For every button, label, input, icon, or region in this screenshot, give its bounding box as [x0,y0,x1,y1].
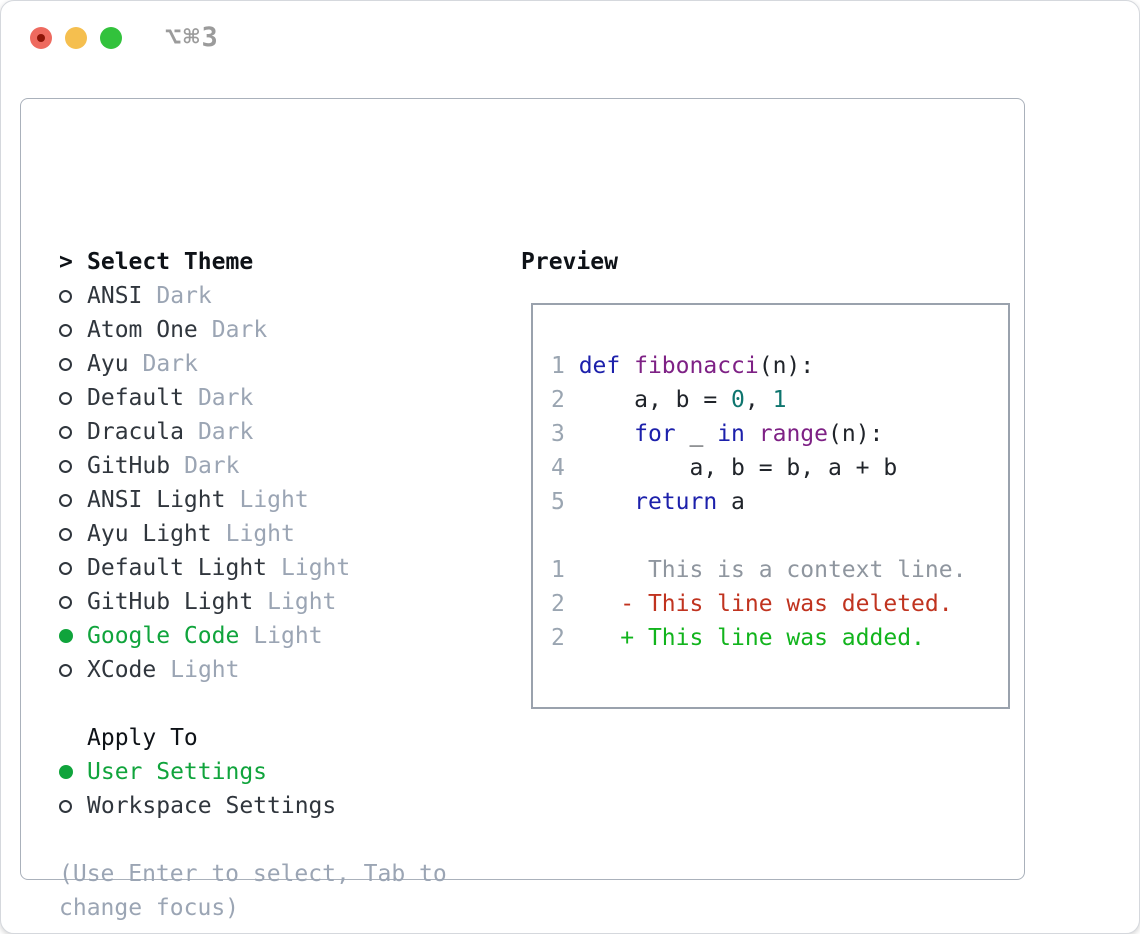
radio-icon [59,323,72,337]
zoom-button[interactable] [100,27,122,49]
radio-icon [59,595,72,609]
radio-icon [59,799,72,813]
spacer [59,687,483,721]
option-tag: Light [267,589,337,615]
option-label: Atom One [87,317,198,343]
apply-to-header-row: Apply To [59,721,483,755]
preview-code-line: 3 for _ in range(n): [551,421,884,447]
option-label: GitHub [87,453,171,479]
option-tag: Dark [211,317,268,343]
titlebar: ⌥⌘3 [1,1,1139,75]
radio-selected-icon [59,765,73,779]
preview-code-block: 1 def fibonacci(n): 2 a, b = 0, 1 3 for _ … [551,349,1008,519]
option-label: Default [87,385,184,411]
option-label: User Settings [87,759,268,785]
option-label: ANSI [87,283,143,309]
option-label: Google Code [87,623,240,649]
radio-icon [59,357,72,371]
preview-diff-line: 2 + This line was added. [551,625,925,651]
option-tag: Dark [197,385,254,411]
radio-icon [59,289,72,303]
preview-blank-line [551,519,1008,553]
preview-code-line: 5 return a [551,489,745,515]
theme-list-header-row: > Select Theme [59,245,483,279]
option-label: XCode [87,657,157,683]
radio-icon [59,527,72,541]
option-tag: Light [253,623,323,649]
theme-option[interactable]: ANSI Light Light [59,483,483,517]
option-tag: Dark [156,283,212,309]
option-tag: Dark [142,351,198,377]
theme-list-header: Select Theme [87,249,254,275]
option-label: GitHub Light [87,589,254,615]
apply-to-option[interactable]: User Settings [59,755,483,789]
radio-icon [59,391,72,405]
radio-selected-icon [59,629,73,643]
theme-option[interactable]: GitHub Dark [59,449,483,483]
preview-code-line: 4 a, b = b, a + b [551,455,898,481]
theme-option[interactable]: Default Dark [59,381,483,415]
preview-code-line: 1 def fibonacci(n): [551,353,815,379]
theme-option[interactable]: Ayu Light Light [59,517,483,551]
theme-option[interactable]: ANSI Dark [59,279,483,313]
radio-icon [59,663,72,677]
option-tag: Dark [184,453,240,479]
option-label: ANSI Light [87,487,226,513]
option-tag: Dark [197,419,254,445]
radio-icon [59,493,72,507]
preview-pane: 1 def fibonacci(n): 2 a, b = 0, 1 3 for _ … [531,303,1010,709]
help-text: (Use Enter to select, Tab to change focu… [59,861,447,921]
preview-header: Preview [521,249,618,275]
radio-icon [59,561,72,575]
focus-caret-icon: > [59,249,73,275]
minimize-button[interactable] [65,27,87,49]
apply-to-option[interactable]: Workspace Settings [59,789,483,823]
option-tag: Light [225,521,295,547]
radio-icon [59,459,72,473]
theme-option[interactable]: Dracula Dark [59,415,483,449]
theme-option[interactable]: Google Code Light [59,619,483,653]
preview-diff-line: 1 This is a context line. [551,557,967,583]
radio-icon [59,425,72,439]
option-tag: Light [170,657,240,683]
theme-option[interactable]: Default Light Light [59,551,483,585]
preview-diff-line: 2 - This line was deleted. [551,591,953,617]
option-tag: Light [239,487,309,513]
close-button[interactable] [30,27,52,49]
option-label: Dracula [87,419,184,445]
window-title: ⌥⌘3 [165,22,220,53]
spacer [59,823,483,857]
option-tag: Light [281,555,351,581]
theme-option[interactable]: Atom One Dark [59,313,483,347]
option-label: Ayu [87,351,129,377]
option-label: Default Light [87,555,268,581]
theme-option[interactable]: XCode Light [59,653,483,687]
preview-diff-block: 1 This is a context line. 2 - This line w… [551,553,1008,655]
apply-to-header: Apply To [87,725,198,751]
option-label: Workspace Settings [87,793,337,819]
theme-option[interactable]: GitHub Light Light [59,585,483,619]
option-label: Ayu Light [87,521,212,547]
theme-option[interactable]: Ayu Dark [59,347,483,381]
preview-code-line: 2 a, b = 0, 1 [551,387,787,413]
